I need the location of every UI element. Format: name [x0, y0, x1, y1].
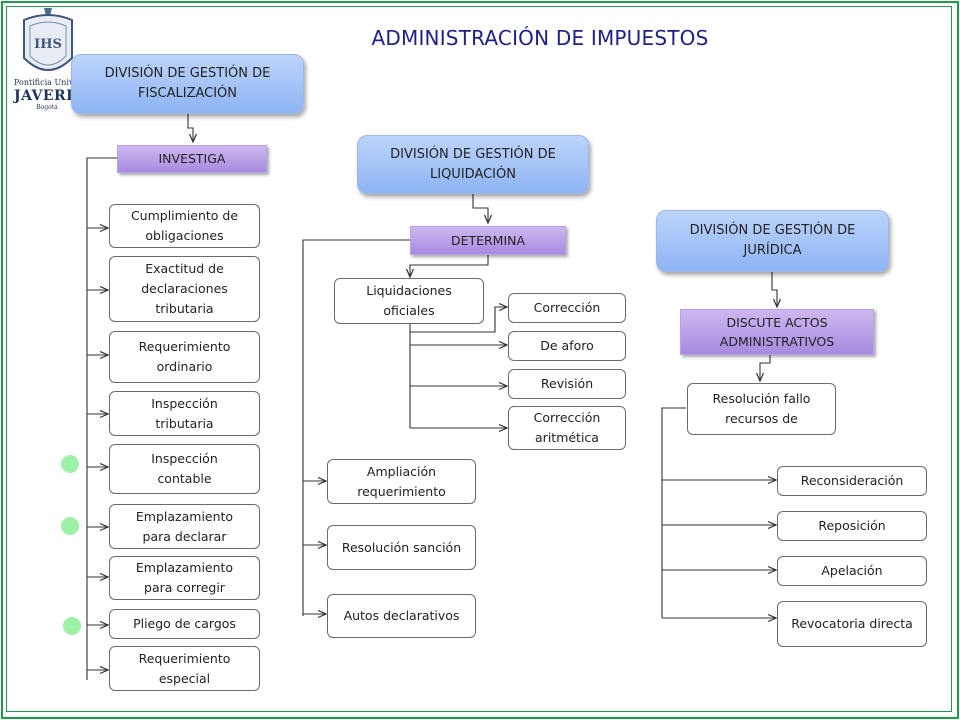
- fisc-item-empl-corregir: Emplazamiento para corregir: [109, 556, 260, 600]
- action-determina: DETERMINA: [410, 226, 566, 255]
- svg-text:IHS: IHS: [34, 37, 62, 52]
- marker-dot: [61, 517, 79, 535]
- jur-item-revocatoria: Revocatoria directa: [777, 601, 927, 647]
- liq-sub-correccion-aritmetica: Corrección aritmética: [508, 406, 626, 450]
- marker-dot: [63, 617, 81, 635]
- liq-item-ampliacion: Ampliación requerimiento: [327, 459, 476, 504]
- liq-item-resolucion-sancion: Resolución sanción: [327, 525, 476, 570]
- division-juridica: DIVISIÓN DE GESTIÓN DE JURÍDICA: [656, 210, 889, 272]
- liq-item-autos-declarativos: Autos declarativos: [327, 594, 476, 638]
- jur-item-apelacion: Apelación: [777, 556, 927, 586]
- logo-line-3: Bogotá: [36, 104, 58, 111]
- action-discute: DISCUTE ACTOS ADMINISTRATIVOS: [680, 309, 874, 355]
- jur-resolucion-fallo: Resolución fallo recursos de: [687, 383, 836, 435]
- slide-frame-inner: [6, 6, 952, 712]
- marker-dot: [61, 455, 79, 473]
- university-logo: IHS Pontificia Universidad JAVERIANA Bog…: [14, 4, 109, 120]
- liq-sub-revision: Revisión: [508, 369, 626, 399]
- fisc-item-pliego: Pliego de cargos: [109, 609, 260, 639]
- fisc-item-req-especial: Requerimiento especial: [109, 646, 260, 691]
- fisc-item-cumplimiento: Cumplimiento de obligaciones: [109, 204, 260, 248]
- division-fiscalizacion: DIVISIÓN DE GESTIÓN DE FISCALIZACIÓN: [71, 54, 304, 114]
- action-investiga: INVESTIGA: [117, 145, 267, 173]
- fisc-item-insp-tributaria: Inspección tributaria: [109, 391, 260, 436]
- liq-liquidaciones-oficiales: Liquidaciones oficiales: [334, 278, 484, 324]
- fisc-item-exactitud: Exactitud de declaraciones tributaria: [109, 256, 260, 322]
- fisc-item-empl-declarar: Emplazamiento para declarar: [109, 504, 260, 549]
- jur-item-reconsideracion: Reconsideración: [777, 466, 927, 496]
- liq-sub-aforo: De aforo: [508, 331, 626, 361]
- division-liquidacion: DIVISIÓN DE GESTIÓN DE LIQUIDACIÓN: [357, 135, 589, 194]
- jur-item-reposicion: Reposición: [777, 511, 927, 541]
- fisc-item-req-ordinario: Requerimiento ordinario: [109, 331, 260, 383]
- page-title: ADMINISTRACIÓN DE IMPUESTOS: [371, 26, 709, 50]
- javeriana-seal-icon: IHS: [23, 8, 73, 71]
- fisc-item-insp-contable: Inspección contable: [109, 444, 260, 494]
- logo-line-1: Pontificia Universidad: [14, 78, 104, 87]
- liq-sub-correccion: Corrección: [508, 293, 626, 323]
